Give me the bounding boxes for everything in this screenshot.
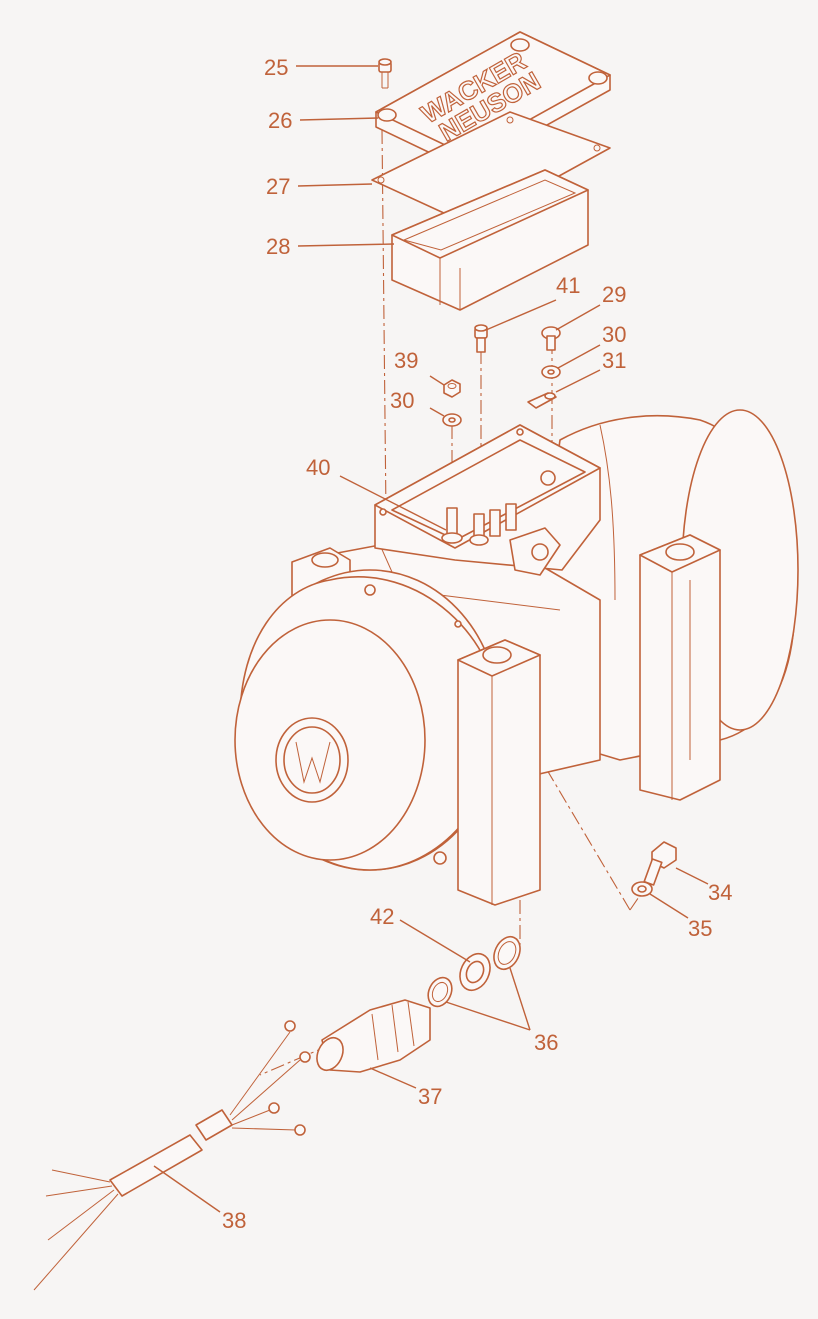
right-mounting-foot [639,534,721,801]
cable-38 [33,1020,311,1291]
screw-34 [643,841,677,886]
label-34: 34 [708,880,732,905]
terminal-studs [441,503,517,546]
seal-42 [459,952,491,992]
label-30-left: 30 [390,388,414,413]
leader-lines [153,65,709,1213]
terminal-frame-28 [391,169,589,311]
washer-30-left [442,413,462,427]
label-31: 31 [602,348,626,373]
label-35: 35 [688,916,712,941]
screw-29 [541,326,561,351]
screw-25 [378,58,392,89]
wacker-w-logo [275,717,349,803]
nut-39 [443,379,461,398]
label-36: 36 [534,1030,558,1055]
washer-30-right [541,365,561,379]
front-mounting-foot [457,639,541,906]
label-42: 42 [370,904,394,929]
screw-41 [474,324,488,353]
washer-35 [631,881,653,897]
label-30-right: 30 [602,322,626,347]
label-28: 28 [266,234,290,259]
label-39: 39 [394,348,418,373]
cable-gland-37 [316,999,431,1073]
front-end-cap [234,569,501,871]
ring-terminal-31 [527,392,557,409]
label-40: 40 [306,455,330,480]
part-labels: 25 26 27 28 41 29 30 39 30 31 40 34 35 4… [222,55,732,1233]
o-ring-36-lower [427,976,453,1008]
label-38: 38 [222,1208,246,1233]
label-25: 25 [264,55,288,80]
terminal-box-base [374,424,601,576]
label-37: 37 [418,1084,442,1109]
label-26: 26 [268,108,292,133]
label-29: 29 [602,282,626,307]
label-27: 27 [266,174,290,199]
label-41: 41 [556,273,580,298]
o-ring-36-upper [493,935,521,971]
